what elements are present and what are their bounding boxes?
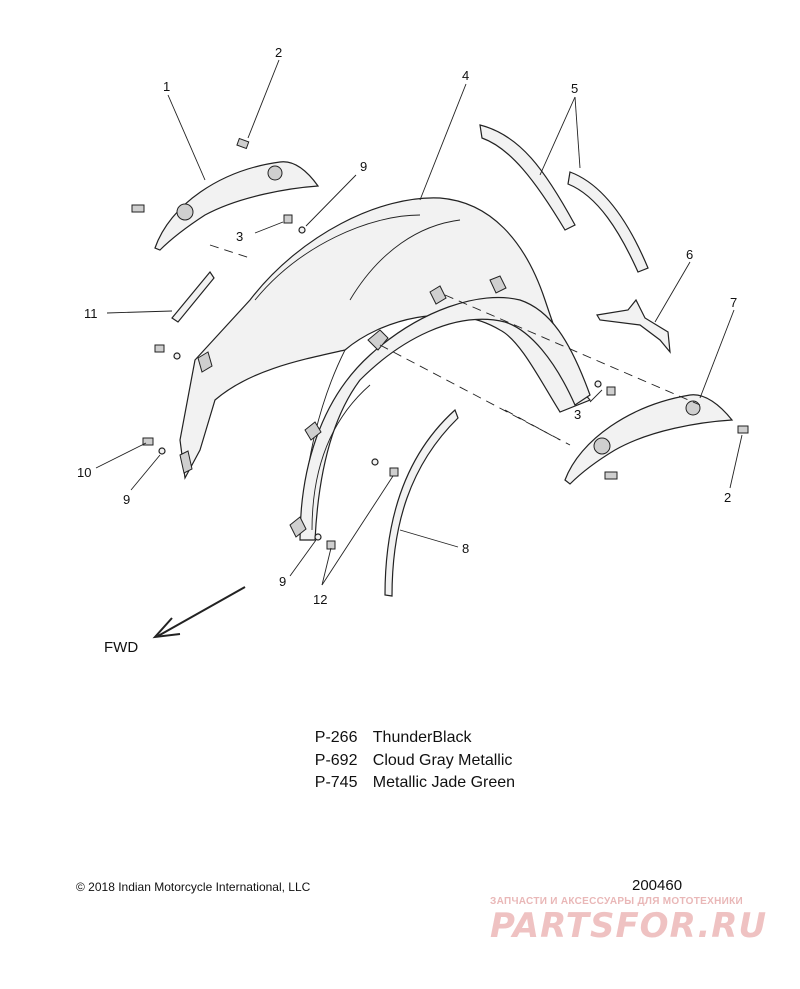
watermark-tagline: ЗАПЧАСТИ И АКСЕССУАРЫ ДЛЯ МОТОТЕХНИКИ xyxy=(490,896,743,907)
paint-color-name: Cloud Gray Metallic xyxy=(372,752,513,769)
paint-code-row: P-745 Metallic Jade Green xyxy=(297,750,515,816)
copyright-notice: © 2018 Indian Motorcycle International, … xyxy=(76,880,311,894)
left-fender-rail xyxy=(154,161,320,251)
callout-1: 1 xyxy=(163,79,170,94)
paint-color-name: ThunderBlack xyxy=(372,729,472,746)
callout-9-left: 9 xyxy=(123,492,130,507)
paint-color-name: Metallic Jade Green xyxy=(372,774,516,791)
watermark-logo: PARTSFOR.RU xyxy=(490,906,768,946)
small-trim-piece xyxy=(171,270,215,323)
callout-9-top: 9 xyxy=(360,159,367,174)
forward-arrow xyxy=(152,586,246,639)
callout-3-left: 3 xyxy=(236,229,243,244)
forward-label: FWD xyxy=(104,639,138,656)
callout-7: 7 xyxy=(730,295,737,310)
assembly-centerlines xyxy=(209,244,701,446)
paint-code: P-266 xyxy=(314,729,358,746)
callout-2-left: 2 xyxy=(275,45,282,60)
drawing-number: 200460 xyxy=(632,877,683,894)
fender-badge xyxy=(596,298,671,354)
rear-fender-shell xyxy=(179,197,592,541)
callout-10: 10 xyxy=(77,465,91,480)
fender-mount-tabs xyxy=(179,275,507,538)
callout-6: 6 xyxy=(686,247,693,262)
hardware xyxy=(131,137,749,550)
callout-11: 11 xyxy=(84,306,98,321)
callout-12: 12 xyxy=(313,592,327,607)
fender-seal-strip xyxy=(384,408,459,597)
right-fender-rail xyxy=(564,394,734,485)
callout-8: 8 xyxy=(462,541,469,556)
callout-2-right: 2 xyxy=(724,490,731,505)
callout-5: 5 xyxy=(571,81,578,96)
callout-4: 4 xyxy=(462,68,469,83)
trim-strips xyxy=(479,124,649,273)
callout-9-bottom: 9 xyxy=(279,574,286,589)
paint-code: P-692 xyxy=(314,752,358,769)
paint-code-row: P-266 ThunderBlack xyxy=(297,705,472,771)
paint-code-row: P-692 Cloud Gray Metallic xyxy=(297,728,513,794)
paint-code: P-745 xyxy=(314,774,358,791)
leader-lines xyxy=(95,59,743,586)
callout-3-right: 3 xyxy=(574,407,581,422)
